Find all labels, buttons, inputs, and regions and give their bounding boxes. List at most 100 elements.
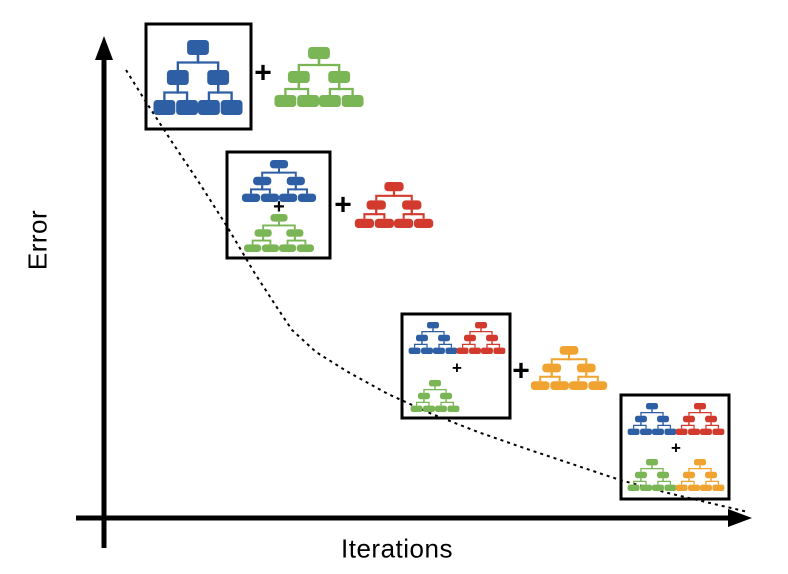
tree-branch <box>286 236 296 245</box>
inner-plus-iteration-3: + <box>452 359 462 378</box>
tree-branch <box>680 478 690 485</box>
tree-node <box>688 428 700 435</box>
tree-node <box>410 405 423 412</box>
axes <box>76 36 752 548</box>
tree-branch <box>262 236 272 245</box>
outer-plus-iteration-3: + <box>512 355 530 388</box>
tree-node <box>438 334 451 342</box>
tree-branch <box>328 83 341 95</box>
tree-node <box>435 405 447 412</box>
tree-node <box>176 100 198 115</box>
tree-green-added-iteration-1 <box>274 47 364 107</box>
tree-branch <box>688 422 695 429</box>
tree-node <box>286 176 305 186</box>
tree-node <box>429 380 441 387</box>
tree-node <box>675 484 688 491</box>
tree-node <box>694 403 706 410</box>
tree-node <box>475 322 487 329</box>
tree-node <box>530 381 550 390</box>
tree-branch <box>278 221 296 230</box>
tree-node <box>694 459 706 466</box>
tree-node <box>374 218 394 228</box>
tree-node <box>366 200 386 210</box>
tree-branch <box>216 85 233 100</box>
tree-branch <box>432 328 445 335</box>
tree-node <box>463 334 476 342</box>
x-axis-label: Iterations <box>341 533 453 564</box>
outer-plus-iteration-1: + <box>254 57 272 90</box>
outer-plus-iteration-2: + <box>334 189 352 222</box>
tree-node <box>627 428 640 435</box>
tree-node <box>657 415 670 423</box>
tree-node <box>269 160 289 169</box>
tree-branch <box>469 341 476 348</box>
tree-node <box>427 322 439 329</box>
tree-branch <box>262 221 280 230</box>
tree-orange-added-iteration-3 <box>530 346 608 390</box>
tree-branch <box>287 185 297 194</box>
tree-node <box>253 176 272 186</box>
ensemble-box-iteration-4 <box>619 393 731 501</box>
tree-node <box>588 381 608 390</box>
tree-branch <box>363 209 378 219</box>
tree-node <box>260 193 279 202</box>
tree-node <box>634 415 647 423</box>
tree-node <box>402 200 422 210</box>
tree-node <box>657 471 670 479</box>
ensemble-box-iteration-1 <box>144 22 253 131</box>
ensemble-box-iteration-2 <box>225 150 332 260</box>
tree-branch <box>640 422 647 429</box>
tree-branch <box>375 209 386 219</box>
tree-node <box>634 471 647 479</box>
tree-branch <box>688 478 695 485</box>
tree-node <box>423 405 435 412</box>
tree-branch <box>651 465 664 472</box>
tree-node <box>394 218 414 228</box>
tree-branch <box>415 399 425 406</box>
tree-node <box>384 182 404 192</box>
tree-node <box>700 484 712 491</box>
tree-node <box>486 334 499 342</box>
tree-node <box>576 363 596 373</box>
tree-node <box>682 415 695 423</box>
tree-node <box>220 100 243 115</box>
tree-node <box>664 484 677 491</box>
tree-node <box>297 95 319 107</box>
tree-blue-iteration-2 <box>241 160 317 202</box>
tree-branch <box>550 354 571 364</box>
tree-node <box>286 229 304 237</box>
tree-node <box>417 392 430 400</box>
tree-branch <box>688 409 701 416</box>
tree-node <box>456 347 469 354</box>
tree-branch <box>699 409 712 416</box>
tree-node <box>279 193 298 202</box>
tree-branch <box>293 236 307 245</box>
tree-node <box>274 95 297 107</box>
tree-branch <box>662 422 672 429</box>
tree-branch <box>662 478 672 485</box>
tree-node <box>705 471 718 479</box>
x-axis-arrowhead <box>728 509 752 527</box>
tree-branch <box>423 399 430 406</box>
tree-branch <box>423 386 436 393</box>
tree-blue-iteration-4 <box>627 403 677 435</box>
tree-branch <box>443 341 453 348</box>
tree-branch <box>375 191 396 201</box>
tree-green-iteration-4 <box>627 459 677 491</box>
tree-branch <box>567 354 588 364</box>
tree-branch <box>657 422 664 429</box>
tree-node <box>705 415 718 423</box>
ensemble-box-iteration-3 <box>400 312 512 420</box>
tree-node <box>712 428 725 435</box>
tree-branch <box>577 372 588 382</box>
tree-node <box>287 71 310 83</box>
tree-branch <box>196 55 220 70</box>
tree-branch <box>486 341 493 348</box>
tree-node <box>415 334 428 342</box>
tree-node <box>413 218 434 228</box>
tree-green-iteration-2 <box>244 214 314 252</box>
tree-node <box>445 347 458 354</box>
tree-branch <box>392 191 413 201</box>
